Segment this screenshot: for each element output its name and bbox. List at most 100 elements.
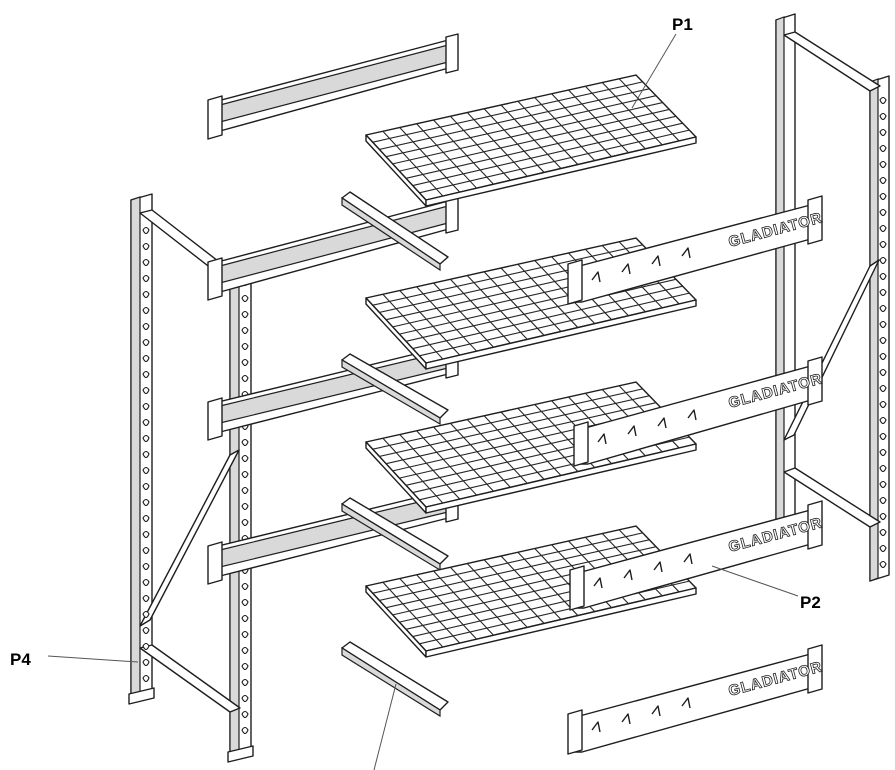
post-slot — [879, 544, 887, 553]
shelf-wire — [433, 119, 494, 185]
shelf-wire — [416, 123, 478, 189]
shelf-wire — [385, 95, 657, 158]
post-slot — [879, 176, 887, 185]
shelf-wire — [416, 574, 478, 640]
post-slot — [879, 480, 887, 489]
shelf-wire — [466, 419, 528, 484]
shelf-wire — [500, 555, 562, 620]
shelf-wire — [601, 82, 663, 146]
post-slot — [879, 256, 887, 265]
post-slot — [142, 258, 150, 267]
post-slot — [241, 326, 249, 335]
post-slot — [879, 96, 887, 105]
post-slot — [241, 726, 249, 735]
shelf-wire — [399, 127, 461, 193]
shelf-wire — [483, 559, 545, 624]
callout-bottom-leader — [373, 683, 397, 770]
post-slot — [879, 352, 887, 361]
post-slot — [142, 226, 150, 235]
post-slot — [879, 288, 887, 297]
shelf-wire — [382, 293, 444, 360]
callout-p2-label: P2 — [800, 593, 821, 612]
callout-p2: P2 — [711, 565, 821, 612]
wire-shelf-4 — [365, 525, 697, 658]
post-slot — [241, 358, 249, 367]
post-slot — [241, 614, 249, 623]
shelf-wire — [517, 407, 579, 472]
shelf-wire — [372, 244, 643, 306]
shelf-wire — [449, 566, 511, 632]
post-slot — [142, 626, 150, 635]
shelf-wire — [449, 278, 511, 344]
post-slot — [142, 530, 150, 539]
shelf-wire — [500, 267, 562, 332]
post-slot — [241, 470, 249, 479]
shelf-wire — [483, 108, 545, 173]
callout-p4: P4 — [10, 650, 139, 669]
shelf-wire — [433, 282, 494, 348]
shelf-wire — [483, 271, 545, 336]
shelf-wire — [405, 278, 677, 342]
shelf-wire — [379, 395, 650, 457]
post-slot — [879, 192, 887, 201]
front-beam-4: GLADIATOR — [567, 644, 825, 755]
post-slot — [241, 518, 249, 527]
post-slot — [879, 128, 887, 137]
callout-p4-label: P4 — [10, 650, 31, 669]
right-front-post-slots — [879, 96, 887, 569]
post-slot — [142, 674, 150, 683]
post-slot — [142, 338, 150, 347]
shelf-wire — [385, 546, 657, 609]
post-slot — [241, 678, 249, 687]
post-slot — [142, 450, 150, 459]
post-slot — [142, 466, 150, 475]
shelf-wire — [517, 551, 579, 616]
post-slot — [142, 498, 150, 507]
shelf-wire — [551, 93, 613, 158]
shelf-wire — [419, 129, 690, 194]
shelf-wire — [466, 112, 528, 177]
post-slot — [879, 512, 887, 521]
beam-4-arrow-marks — [591, 697, 691, 733]
front-beam-1: GLADIATOR — [567, 195, 825, 305]
post-slot — [879, 240, 887, 249]
callout-p1-label: P1 — [672, 15, 693, 34]
shelf-wire — [534, 97, 596, 162]
shelf-wire — [392, 102, 663, 165]
post-slot — [142, 658, 150, 667]
shelf-wire — [449, 115, 511, 181]
post-slot — [879, 112, 887, 121]
post-slot — [241, 646, 249, 655]
shelf-lip-side — [425, 587, 697, 658]
shelf-wire — [419, 292, 690, 357]
shelf-wire — [517, 263, 579, 328]
post-slot — [241, 662, 249, 671]
beam-3-arrow-marks — [593, 553, 693, 589]
shelf-wire — [584, 85, 646, 150]
post-slot — [879, 160, 887, 169]
shelf-support-4 — [341, 641, 449, 718]
post-slot — [879, 400, 887, 409]
post-slot — [142, 514, 150, 523]
callout-p1: P1 — [631, 15, 693, 109]
post-slot — [879, 432, 887, 441]
shelf-wire — [517, 100, 579, 165]
shelf-wire — [466, 563, 528, 628]
post-slot — [879, 336, 887, 345]
shelf-wire — [500, 411, 562, 476]
post-slot — [241, 694, 249, 703]
shelf-lip-side — [425, 299, 697, 370]
shelf-wire — [372, 388, 643, 450]
shelf-wire — [412, 122, 683, 187]
post-slot — [142, 418, 150, 427]
post-slot — [241, 582, 249, 591]
post-slot — [879, 496, 887, 505]
right-upright-frame — [775, 13, 890, 582]
post-slot — [142, 610, 150, 619]
post-slot — [142, 578, 150, 587]
post-slot — [241, 310, 249, 319]
post-slot — [879, 272, 887, 281]
shelf-wire — [433, 570, 494, 636]
shelf-wire — [449, 422, 511, 488]
post-slot — [879, 464, 887, 473]
